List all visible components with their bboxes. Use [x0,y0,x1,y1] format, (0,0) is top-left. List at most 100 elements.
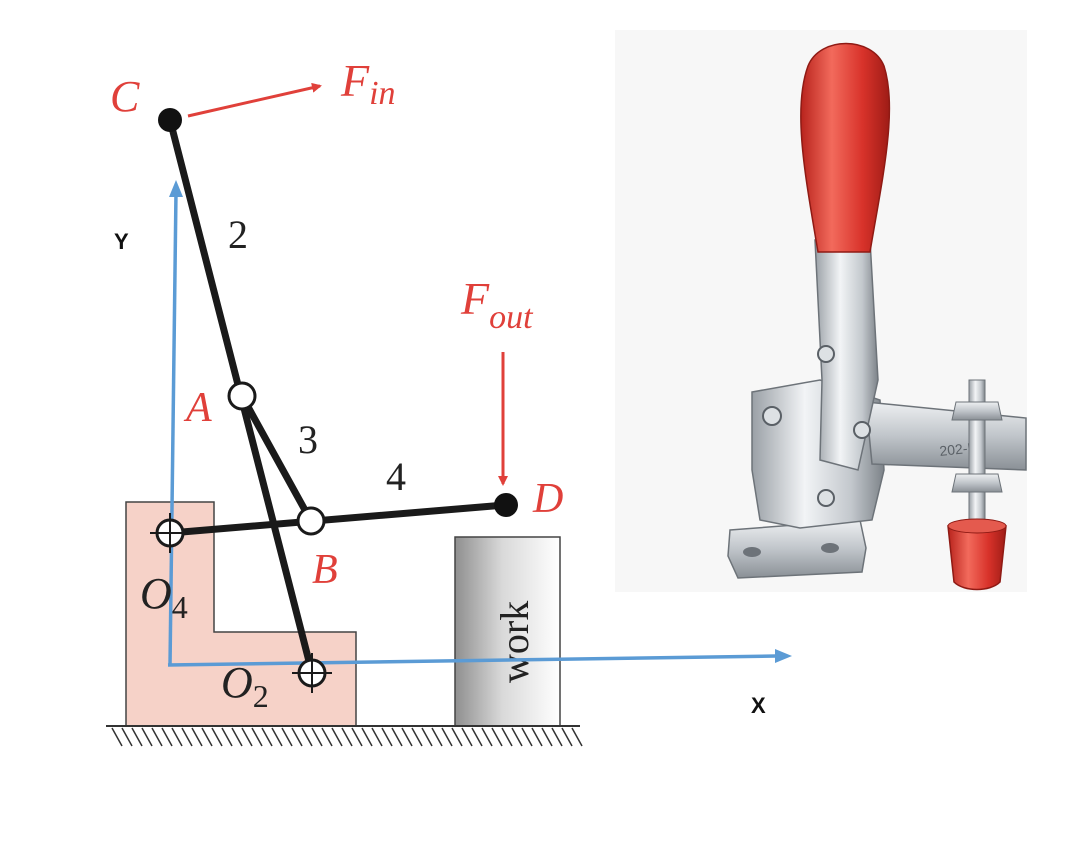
o2-sub: 2 [253,678,269,714]
hatch-mark [531,727,543,747]
hatch-mark [391,727,403,747]
spindle-rubber-tip [947,525,1007,591]
spindle-nut-top [951,401,1003,421]
hatch-mark [271,727,283,747]
label-c: C [110,72,140,121]
hatch-mark [351,727,363,747]
rivet-3 [817,489,835,507]
hatch-mark [571,727,583,747]
hatch-mark [201,727,213,747]
spindle-nut-bottom [951,473,1003,493]
hatch-mark [401,727,413,747]
label-o4: O4 [140,569,188,625]
hatch-mark [251,727,263,747]
label-fin: Fin [340,55,396,112]
link-3-label: 3 [298,417,318,462]
hatch-mark [281,727,293,747]
link-4 [166,501,509,537]
spindle-bolt [968,379,986,521]
label-o2: O2 [221,658,269,714]
label-fout: Fout [460,273,534,336]
hatch-mark [381,727,393,747]
hatch-mark [141,727,153,747]
hatch-mark [501,727,513,747]
label-d: D [532,476,563,522]
hatch-mark [301,727,313,747]
hatch-mark [411,727,423,747]
o4-main: O [140,569,172,618]
label-a: A [183,385,212,431]
o2-main: O [221,658,253,707]
hatch-mark [171,727,183,747]
fout-main: F [460,273,490,324]
joint-b [296,506,326,536]
hatch-mark [261,727,273,747]
hatch-mark [181,727,193,747]
hatch-mark [491,727,503,747]
work-block [454,536,561,727]
hatch-mark [431,727,443,747]
hatch-mark [311,727,323,747]
coordinate-axes [167,180,792,667]
base-hole-1 [743,547,761,557]
work-label: work [492,601,537,683]
hatch-mark [291,727,303,747]
link-4-label: 4 [386,454,406,499]
fin-arrow [187,82,322,118]
hatch-mark [521,727,533,747]
link-3 [238,392,315,525]
hatch-mark [511,727,523,747]
hatch-mark [361,727,373,747]
hatch-mark [151,727,163,747]
hatch-mark [111,727,123,747]
rubber-tip-top [947,518,1007,534]
clamp-part-number: 202-U [939,439,979,459]
hatch-mark [421,727,433,747]
joint-d [494,493,518,517]
hatch-mark [341,727,353,747]
o4-sub: 4 [172,589,188,625]
pivot-o2 [292,653,332,693]
x-axis-line [167,654,777,667]
hatch-mark [131,727,143,747]
joint-c [158,108,182,132]
toggle-clamp-photo: 202-U [615,30,1027,592]
hatch-mark [331,727,343,747]
fin-sub: in [369,75,395,112]
hatch-mark [161,727,173,747]
x-axis-label: X [751,693,766,718]
rivet-2 [817,345,835,363]
hatch-mark [221,727,233,747]
x-axis-arrowhead [775,649,792,663]
rivet-1 [762,406,782,426]
hatch-mark [211,727,223,747]
joint-a [227,381,257,411]
hatch-mark [481,727,493,747]
hatch-mark [121,727,133,747]
hatch-mark [371,727,383,747]
hatch-mark [541,727,553,747]
y-axis-line [168,191,178,667]
hatch-mark [551,727,563,747]
rivet-4 [853,421,871,439]
y-axis-label: Y [114,229,129,254]
hatch-mark [471,727,483,747]
hatch-mark [241,727,253,747]
y-axis-arrowhead [169,180,183,197]
clamp-handle-knob [800,42,891,253]
hatch-mark [441,727,453,747]
joints [150,108,518,693]
hatch-mark [191,727,203,747]
ground-hatching [111,727,583,747]
base-hole-2 [821,543,839,553]
label-b: B [312,547,338,593]
hatch-mark [321,727,333,747]
pivot-o4 [150,513,190,553]
hatch-mark [451,727,463,747]
hatch-mark [231,727,243,747]
link-2-label: 2 [228,212,248,257]
fout-sub: out [489,299,534,336]
fin-main: F [340,55,370,106]
hatch-mark [561,727,573,747]
